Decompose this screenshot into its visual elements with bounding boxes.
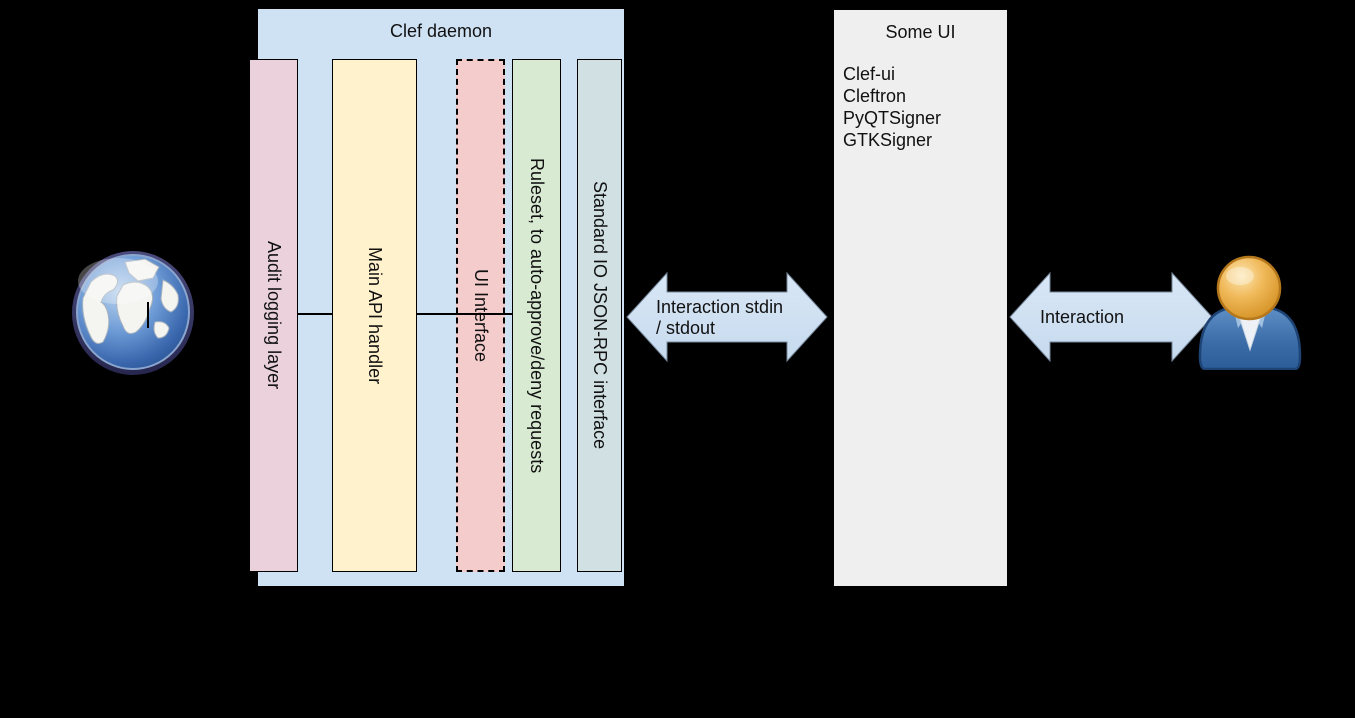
connector-endpoint-tick xyxy=(147,302,149,328)
user-person-icon xyxy=(1198,255,1302,370)
some-ui-title: Some UI xyxy=(885,22,956,42)
stdin-stdout-arrow-label: Interaction stdin / stdout xyxy=(656,297,783,339)
bar-label: Main API handler xyxy=(365,246,385,385)
list-item: GTKSigner xyxy=(843,130,933,150)
arrow-label-line2: / stdout xyxy=(656,318,716,338)
stdin-stdout-arrow xyxy=(626,272,828,362)
bar-ruleset: Ruleset, to auto-approve/deny requests xyxy=(512,59,561,572)
some-ui-box: Some UI Clef-ui Cleftron PyQTSigner GTKS… xyxy=(833,9,1008,587)
interaction-arrow-label: Interaction xyxy=(1040,307,1125,327)
bar-label: UI Interface xyxy=(471,268,491,363)
list-item: Cleftron xyxy=(843,86,907,106)
ui-implementations-list: Clef-ui Cleftron PyQTSigner GTKSigner xyxy=(843,63,941,151)
clef-daemon-title: Clef daemon xyxy=(389,21,493,41)
bar-audit-logging-layer: Audit logging layer xyxy=(249,59,298,572)
arrow-label-line1: Interaction stdin xyxy=(656,297,784,317)
bar-ui-interface: UI Interface xyxy=(456,59,505,572)
list-item: Clef-ui xyxy=(843,64,896,84)
bar-standard-io-jsonrpc: Standard IO JSON-RPC interface xyxy=(577,59,622,572)
clef-daemon-box: Clef daemon xyxy=(257,8,625,587)
bar-label: Ruleset, to auto-approve/deny requests xyxy=(527,157,547,474)
bar-main-api-handler: Main API handler xyxy=(332,59,417,572)
bar-label: Standard IO JSON-RPC interface xyxy=(590,181,610,450)
list-item: PyQTSigner xyxy=(843,108,942,128)
bar-label: Audit logging layer xyxy=(264,241,284,390)
connector-line xyxy=(148,313,513,315)
internet-globe-icon xyxy=(72,251,194,375)
